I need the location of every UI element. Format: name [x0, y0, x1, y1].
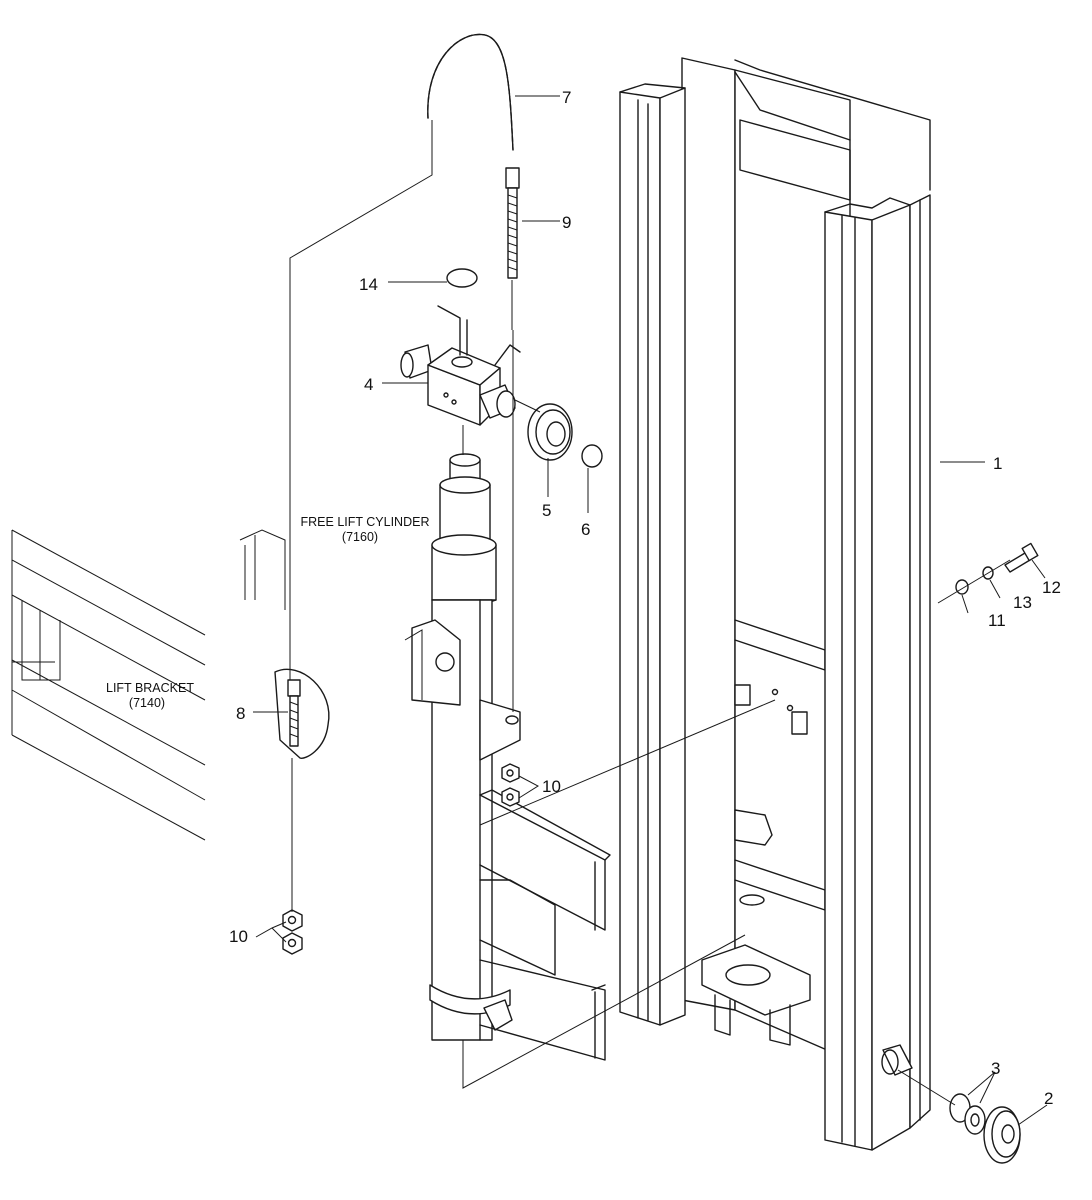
callout-12: 12 [1042, 578, 1061, 597]
roller-2 [983, 1106, 1021, 1164]
callout-8: 8 [236, 704, 245, 723]
center-lines [289, 120, 1011, 1106]
free-lift-cylinder-code: (7160) [342, 530, 378, 544]
captions: FREE LIFT CYLINDER (7160) LIFT BRACKET (… [106, 515, 429, 710]
lift-bracket-code: (7140) [129, 696, 165, 710]
callout-6: 6 [581, 520, 590, 539]
callout-11: 11 [988, 611, 1006, 630]
free-lift-cylinder-title: FREE LIFT CYLINDER [301, 515, 430, 529]
lift-chain [427, 33, 514, 151]
callout-10-lower: 10 [229, 927, 248, 946]
free-lift-cylinder [411, 453, 521, 1041]
nuts-10-lower [282, 909, 303, 955]
callout-10-upper: 10 [542, 777, 561, 796]
mast-rail [619, 57, 931, 1151]
carriage-plate [479, 789, 611, 1061]
callout-5: 5 [542, 501, 551, 520]
leader-lines [253, 95, 1048, 1126]
callout-1: 1 [993, 454, 1002, 473]
callout-13: 13 [1013, 593, 1032, 612]
callout-9: 9 [562, 213, 571, 232]
nuts-10-upper [501, 763, 520, 807]
callout-labels: 1 2 3 4 5 6 7 8 9 10 10 11 12 13 14 [229, 88, 1061, 1108]
callout-7: 7 [562, 88, 571, 107]
shims-3 [949, 1093, 986, 1135]
callout-14: 14 [359, 275, 378, 294]
lock-washer-13 [982, 566, 994, 580]
snap-ring-6 [581, 444, 603, 468]
callout-3: 3 [991, 1059, 1000, 1078]
chain-stud-8 [274, 668, 330, 759]
washer-11 [955, 579, 969, 595]
callout-2: 2 [1044, 1089, 1053, 1108]
snap-ring-14 [446, 268, 478, 288]
bolt-12 [1004, 542, 1039, 573]
lift-bracket [11, 529, 423, 841]
callout-4: 4 [364, 375, 373, 394]
lift-bracket-title: LIFT BRACKET [106, 681, 194, 695]
sheave-block-4 [400, 305, 521, 455]
chain-anchor-bolt-9 [505, 167, 520, 330]
sheave-5 [527, 403, 573, 461]
